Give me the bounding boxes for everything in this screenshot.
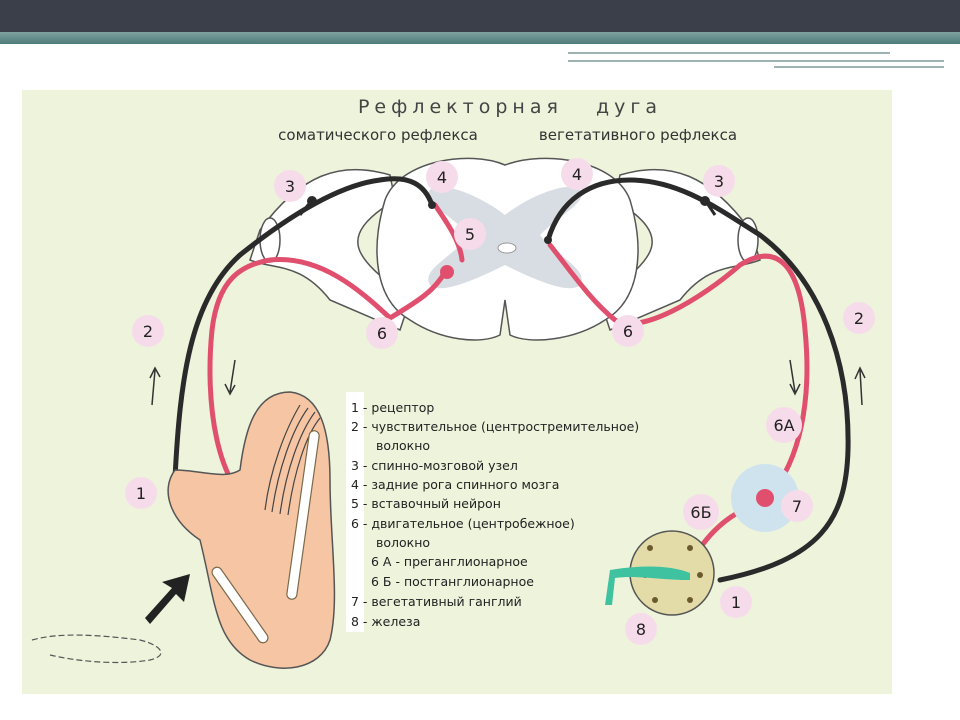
marker-4-right: 4 (561, 158, 593, 190)
svg-text:3: 3 (285, 177, 295, 196)
ganglion-cell-right (700, 196, 710, 206)
decor-line (568, 60, 944, 62)
legend-item: 2 - чувствительное (центростремительное) (351, 419, 639, 434)
synapse-left (428, 201, 436, 209)
marker-2-right: 2 (843, 302, 875, 334)
svg-text:1: 1 (731, 593, 741, 612)
svg-text:6: 6 (623, 322, 633, 341)
legend-item: 7 - вегетативный ганглий (351, 594, 522, 609)
accent-band (0, 32, 960, 44)
decor-line (568, 52, 890, 54)
ganglion-neuron (756, 489, 774, 507)
arm-bones (211, 430, 320, 644)
synapse-right (544, 236, 552, 244)
legend-item: 8 - железа (351, 614, 420, 629)
legend-item: 5 - вставочный нейрон (351, 496, 501, 511)
marker-5: 5 (454, 218, 486, 250)
marker-6-right: 6 (612, 315, 644, 347)
svg-text:2: 2 (143, 322, 153, 341)
decor-line (774, 66, 944, 68)
svg-text:6Б: 6Б (690, 503, 711, 522)
marker-3-left: 3 (274, 170, 306, 202)
marker-8: 8 (625, 613, 657, 645)
marker-7: 7 (781, 490, 813, 522)
marker-4-left: 4 (426, 161, 458, 193)
gray-matter (428, 186, 582, 289)
svg-text:6А: 6А (773, 416, 794, 435)
legend-item: 6 А - преганглионарное (371, 554, 528, 569)
gland-duct (605, 566, 690, 605)
subtitle-vegetative: вегетативного рефлекса (539, 126, 737, 144)
svg-text:6: 6 (377, 324, 387, 343)
legend-item: 4 - задние рога спинного мозга (351, 477, 559, 492)
legend-box (346, 392, 364, 632)
stimulus-arrow-icon (145, 574, 190, 624)
top-bar (0, 0, 960, 32)
marker-2-left: 2 (132, 315, 164, 347)
markers: 1 2 3 4 5 6 4 3 6 2 6А 6Б 7 1 8 (125, 158, 875, 645)
svg-text:4: 4 (437, 168, 447, 187)
svg-text:5: 5 (465, 225, 475, 244)
svg-text:2: 2 (854, 309, 864, 328)
legend-item: 1 - рецептор (351, 400, 434, 415)
diagram-title: Рефлекторная дуга (358, 96, 662, 118)
marker-6b: 6Б (683, 494, 719, 530)
marker-1-right: 1 (720, 586, 752, 618)
marker-6-left: 6 (366, 317, 398, 349)
legend-item: волокно (376, 438, 430, 453)
marker-6a: 6А (766, 407, 802, 443)
svg-text:8: 8 (636, 620, 646, 639)
legend-item: 6 Б - постганглионарное (371, 574, 534, 589)
svg-text:3: 3 (714, 172, 724, 191)
legend-item: волокно (376, 535, 430, 550)
marker-1-left: 1 (125, 477, 157, 509)
legend-item: 6 - двигательное (центробежное) (351, 516, 575, 531)
sensory-fibers (172, 176, 851, 583)
legend-item: 3 - спинно-мозговой узел (351, 458, 518, 473)
marker-3-right: 3 (703, 165, 735, 197)
muscle-fibers (264, 404, 321, 516)
ganglion-cell-left (307, 196, 317, 206)
svg-text:7: 7 (792, 497, 802, 516)
hand-outline (31, 634, 162, 664)
svg-text:1: 1 (136, 484, 146, 503)
direction-arrows (149, 359, 866, 406)
subtitle-somatic: соматического рефлекса (278, 126, 478, 144)
legend: 1 - рецептор 2 - чувствительное (центрос… (351, 400, 639, 629)
interneuron-body (440, 265, 454, 279)
central-canal (497, 242, 517, 254)
svg-text:4: 4 (572, 165, 582, 184)
